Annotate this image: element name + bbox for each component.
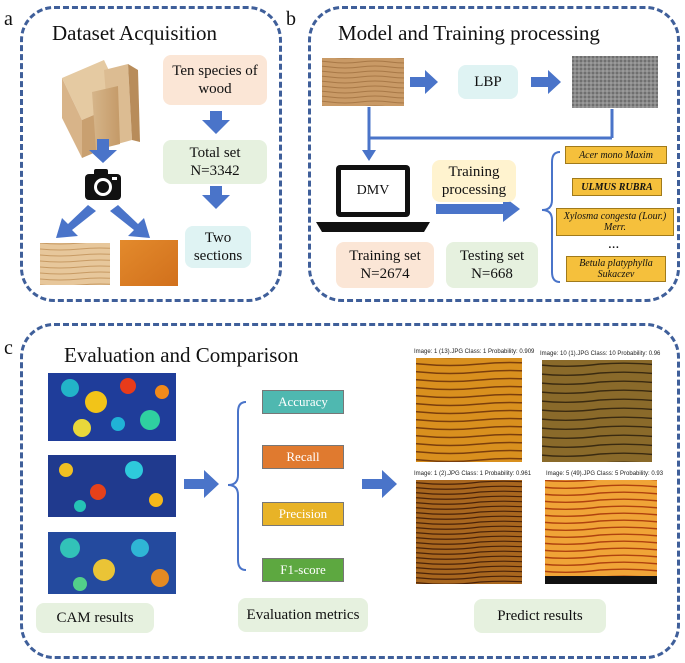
panel-label-b: b (286, 8, 296, 30)
testing-set-count: N=668 (471, 266, 513, 282)
cam-results-label: CAM results (36, 603, 154, 633)
training-processing-box: Training processing (432, 160, 516, 202)
metric-accuracy: Accuracy (262, 390, 344, 414)
species-ellipsis: ... (608, 236, 620, 252)
panel-a-border (20, 6, 282, 302)
prediction-image-1 (416, 358, 522, 462)
panel-c-arrows (184, 470, 397, 498)
prediction-caption-2: Image: 10 (1).JPG Class: 10 Probability:… (540, 351, 661, 357)
metrics-bracket (227, 401, 247, 571)
species-count-box: Ten species of wood (163, 55, 267, 105)
panel-a-arrows (56, 111, 230, 238)
prediction-caption-4: Image: 5 (49).JPG Class: 5 Probability: … (546, 471, 664, 477)
metric-f1: F1-score (262, 558, 344, 582)
metric-precision: Precision (262, 502, 344, 526)
prediction-caption-1: Image: 1 (13).JPG Class: 1 Probability: … (414, 349, 535, 355)
total-set-count: N=3342 (190, 163, 240, 179)
panel-b-title: Model and Training processing (338, 21, 600, 45)
panel-label-a: a (4, 8, 13, 30)
panel-b-arrows (410, 70, 561, 222)
two-sections-box: Two sections (185, 226, 251, 268)
total-set-label: Total set (189, 145, 241, 161)
wood-section-orange (120, 240, 178, 286)
wood-sample-image (322, 58, 404, 106)
species-item-4: Betula platyphylla Sukaczev (566, 256, 666, 282)
species-item-2: ULMUS RUBRA (572, 178, 662, 196)
panel-b-border (308, 6, 680, 302)
panel-b-connector (367, 107, 614, 152)
testing-set-label: Testing set (459, 248, 525, 264)
evaluation-metrics-label: Evaluation metrics (238, 598, 368, 632)
training-set-box: Training set N=2674 (336, 242, 434, 288)
panel-c-border (20, 323, 680, 659)
panel-a-title: Dataset Acquisition (52, 21, 218, 45)
wood-section-light (40, 243, 110, 285)
species-item-1: Acer mono Maxim (565, 146, 667, 164)
training-set-label: Training set (349, 248, 421, 264)
species-item-3: Xylosma congesta (Lour.) Merr. (556, 208, 674, 236)
cam-heatmaps (48, 373, 176, 594)
prediction-image-2 (542, 360, 652, 462)
species-bracket (541, 151, 561, 283)
testing-set-box: Testing set N=668 (446, 242, 538, 288)
wood-blocks-illustration (62, 60, 140, 158)
training-set-count: N=2674 (360, 266, 410, 282)
total-set-box: Total set N=3342 (163, 140, 267, 184)
camera-icon (85, 169, 121, 200)
metric-recall: Recall (262, 445, 344, 469)
laptop-icon (316, 165, 430, 232)
prediction-image-3 (416, 480, 522, 584)
panel-label-c: c (4, 337, 13, 359)
predict-results-label: Predict results (474, 599, 606, 633)
panel-c-title: Evaluation and Comparison (64, 343, 299, 367)
dmv-label: DMV (356, 183, 390, 198)
prediction-caption-3: Image: 1 (2).JPG Class: 1 Probability: 0… (414, 471, 532, 477)
lbp-box: LBP (458, 65, 518, 99)
lbp-texture-image (572, 56, 658, 108)
prediction-image-4 (545, 480, 657, 576)
